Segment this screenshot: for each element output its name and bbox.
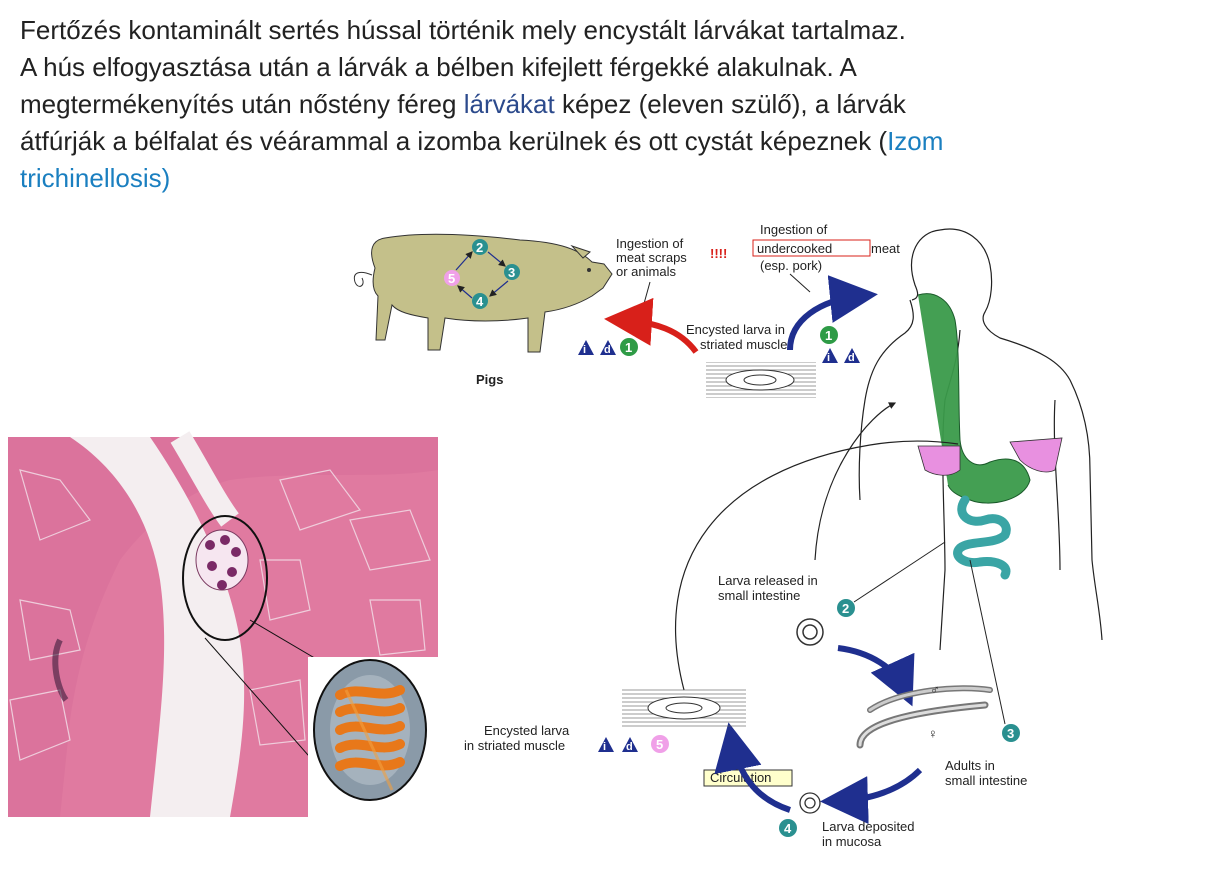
intro-line-3-a: megtermékenyítés után nőstény féreg [20, 89, 464, 119]
pig-internal-cycle: 2 3 4 5 [444, 239, 520, 309]
intro-line-2: A hús elfogyasztása után a lárvák a bélb… [20, 52, 857, 82]
step-3-circle [1002, 724, 1020, 742]
ingestion-undercooked-label: Ingestion of undercooked meat (esp. pork… [752, 222, 900, 273]
adult-worms [856, 685, 993, 749]
step-1-pig: 1 [625, 340, 632, 355]
encysted-top-label: Encysted larva in striated muscle [686, 322, 787, 352]
svg-text:Larva deposited: Larva deposited [822, 819, 915, 834]
arrow-to-mucosa [820, 767, 923, 825]
tri-d-icon: d [604, 344, 611, 356]
step-1-human: 1 [825, 328, 832, 343]
pig-step-5: 5 [448, 271, 455, 286]
intro-line-3: megtermékenyítés után nőstény féreg lárv… [20, 86, 1190, 123]
step-2-circle [837, 599, 855, 617]
svg-text:Larva released in: Larva released in [718, 573, 818, 588]
right-lung [1009, 437, 1063, 473]
svg-text:in mucosa: in mucosa [822, 834, 882, 849]
step-4: 4 [784, 821, 792, 836]
step-2-pointer [853, 541, 946, 603]
svg-text:striated muscle: striated muscle [700, 337, 787, 352]
svg-text:Ingestion of: Ingestion of [760, 222, 828, 237]
red-arrow-to-pig [604, 297, 699, 354]
human-figure [858, 228, 1103, 651]
circulation-arc [675, 440, 959, 691]
svg-text:Encysted larva in: Encysted larva in [686, 322, 785, 337]
bottom-indicators: i d 5 [598, 735, 669, 753]
svg-text:small intestine: small intestine [945, 773, 1027, 788]
muscle-trichinellosis-link-part2[interactable]: trichinellosis [20, 163, 162, 193]
intro-line-4-a: átfúrják a bélfalat és véárammal a izomb… [20, 126, 888, 156]
svg-text:Ingestion of: Ingestion of [616, 236, 684, 251]
pig-step-4: 4 [476, 294, 484, 309]
intro-line-5: trichinellosis) [20, 160, 1190, 197]
left-lung [917, 445, 961, 476]
male-symbol: ♂ [930, 682, 940, 697]
larva-deposited-icon [799, 792, 821, 814]
tri-i-icon: i [583, 344, 586, 356]
larva-coil-icon [796, 618, 824, 646]
encysted-bottom-label: Encysted larva in striated muscle [464, 723, 570, 753]
tri-i-icon-3: i [603, 741, 606, 753]
step-2: 2 [842, 601, 849, 616]
adults-label: Adults in small intestine [945, 758, 1027, 788]
pig-side-indicators: i d 1 [578, 338, 638, 356]
migration-arc [814, 402, 897, 561]
arrow-circulation [714, 722, 791, 813]
larvae-link[interactable]: lárvákat [463, 89, 555, 119]
human-side-indicators: 1 i d [820, 326, 860, 364]
small-intestine [953, 495, 1011, 580]
svg-text:Adults in: Adults in [945, 758, 995, 773]
pigs-label: Pigs [476, 372, 503, 387]
female-symbol: ♀ [928, 726, 938, 741]
step-3-pointer [969, 559, 1006, 725]
svg-text:(esp. pork): (esp. pork) [760, 258, 822, 273]
svg-text:meat: meat [871, 241, 900, 256]
step-3: 3 [1007, 726, 1014, 741]
pig-step-3: 3 [508, 265, 515, 280]
intro-paragraph: Fertőzés kontaminált sertés hússal törté… [20, 12, 1190, 197]
undercooked-pointer-line [789, 273, 811, 293]
pig-step-2: 2 [476, 240, 483, 255]
svg-text:Encysted larva: Encysted larva [484, 723, 570, 738]
larva-released-label: Larva released in small intestine [718, 573, 818, 603]
tri-i-icon-2: i [827, 352, 830, 364]
intro-line-1: Fertőzés kontaminált sertés hússal törté… [20, 15, 906, 45]
step-5: 5 [656, 737, 663, 752]
muscle-trichinellosis-link-part1[interactable]: Izom [887, 126, 944, 156]
warning-marks: !!!! [710, 246, 727, 261]
arrow-to-adults [837, 645, 915, 707]
svg-text:in striated muscle: in striated muscle [464, 738, 565, 753]
muscle-cyst-bottom [622, 688, 746, 728]
svg-text:or animals: or animals [616, 264, 676, 279]
tri-d-icon-3: d [626, 741, 633, 753]
blue-arrow-to-human [787, 275, 878, 351]
svg-text:meat scraps: meat scraps [616, 250, 687, 265]
histology-micrograph [8, 431, 438, 817]
ingestion-scraps-label: Ingestion of meat scraps or animals [616, 236, 687, 279]
tri-d-icon-2: d [848, 352, 855, 364]
scraps-pointer-line [639, 281, 651, 319]
larva-deposited-label: Larva deposited in mucosa [822, 819, 915, 849]
muscle-cyst-top [706, 362, 816, 398]
closing-paren: ) [161, 163, 171, 193]
svg-text:small intestine: small intestine [718, 588, 800, 603]
step-4-circle [779, 819, 797, 837]
intro-line-4: átfúrják a bélfalat és véárammal a izomb… [20, 123, 1190, 160]
intro-line-3-b: képez (eleven szülő), a lárvák [554, 89, 906, 119]
svg-text:undercooked: undercooked [757, 241, 832, 256]
